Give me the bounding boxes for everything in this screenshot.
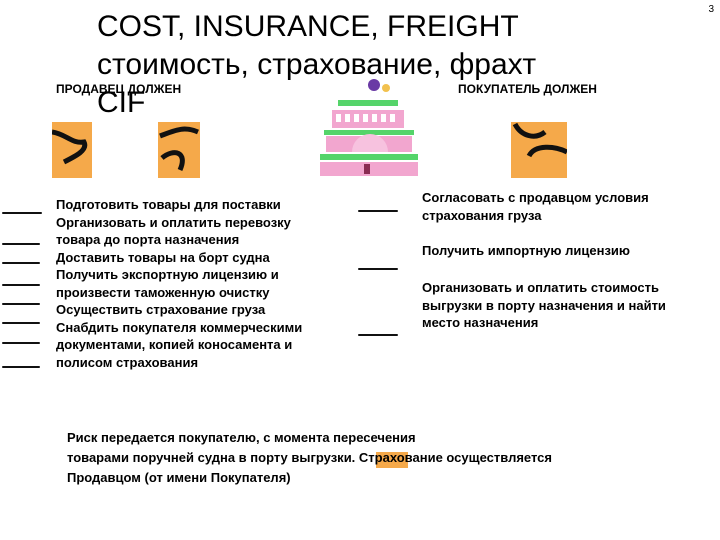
decorative-orange-mark [376, 452, 408, 468]
dash-marker [2, 243, 40, 245]
list-item: произвести таможенную очистку [56, 284, 270, 300]
dash-marker [358, 334, 398, 336]
decorative-swirl-icon [51, 129, 88, 165]
dash-marker [2, 322, 40, 324]
list-item: товара до порта назначения [56, 232, 240, 247]
dash-marker [358, 268, 398, 270]
dash-marker [2, 284, 40, 286]
list-item: Подготовить товары для поставки [56, 197, 281, 212]
note-line: Риск передается покупателю, с момента пе… [67, 430, 416, 445]
list-item-line: Организовать и оплатить стоимость [422, 280, 660, 295]
list-item: Организовать и оплатить перевозку [56, 214, 291, 230]
term-abbreviation: CIF [97, 86, 146, 119]
seller-obligations-list: Подготовить товары для поставки Организо… [56, 196, 302, 371]
decorative-orange-block-right [511, 122, 569, 178]
dash-marker [2, 262, 40, 264]
note-line: товарами поручней судна в порту выгрузки… [67, 450, 552, 465]
dash-marker [2, 303, 40, 305]
page-title: COST, INSURANCE, FREIGHT [97, 10, 519, 43]
decorative-swirl-icon [159, 126, 199, 172]
list-item-line: страхования груза [422, 207, 542, 223]
list-item-line: место назначения [422, 315, 539, 330]
dash-marker [358, 210, 398, 212]
decorative-orange-block-left-2 [158, 122, 200, 178]
dash-marker [2, 342, 40, 344]
page-number: 3 [708, 4, 714, 15]
decorative-swirl-icon [512, 122, 569, 158]
dash-marker [2, 212, 42, 214]
buyer-item-3: Организовать и оплатить стоимость выгруз… [422, 279, 666, 332]
dash-marker [2, 366, 40, 368]
buyer-item-2: Получить импортную лицензию [422, 242, 630, 260]
list-item: Снабдить покупателя коммерческими [56, 319, 303, 335]
buyer-item-1: Согласовать с продавцом условия страхова… [422, 189, 649, 224]
page-subtitle: стоимость, страхование, фрахт [97, 48, 537, 81]
note-line: Продавцом (от имени Покупателя) [67, 470, 291, 485]
list-item: Осуществить страхование груза [56, 302, 266, 317]
list-item: Доставить товары на борт судна [56, 249, 270, 265]
list-item-line: выгрузки в порту назначения и найти [422, 297, 666, 313]
risk-transfer-note: Риск передается покупателю, с момента пе… [67, 428, 707, 488]
buyer-heading: ПОКУПАТЕЛЬ ДОЛЖЕН [458, 82, 597, 96]
list-item: полисом страхования [56, 354, 199, 370]
cruise-ship-illustration [320, 79, 418, 176]
list-item-line: Получить импортную лицензию [422, 243, 630, 258]
list-item: Получить экспортную лицензию и [56, 267, 279, 282]
seller-heading: ПРОДАВЕЦ ДОЛЖЕН [56, 82, 182, 96]
list-item: документами, копией коносамента и [56, 337, 293, 352]
decorative-orange-block-left-1 [51, 122, 92, 178]
list-item-line: Согласовать с продавцом условия [422, 190, 649, 205]
